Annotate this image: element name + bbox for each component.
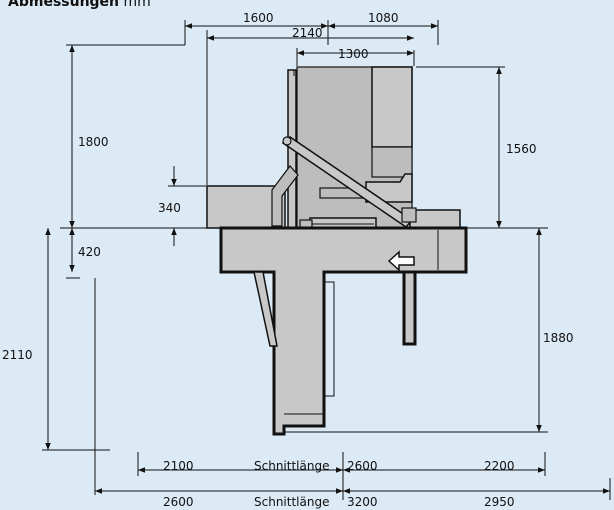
dim-left-2110: 2110 (2, 348, 33, 362)
left-strut (253, 271, 278, 347)
dim-left-1800: 1800 (78, 135, 109, 149)
dim-right-1560: 1560 (506, 142, 537, 156)
dim-top-1600: 1600 (243, 11, 274, 25)
dim-right-1880: 1880 (543, 331, 574, 345)
drive-box (409, 209, 461, 230)
drive-knob (401, 207, 417, 223)
dimension-lines (42, 20, 611, 500)
dim-row2-3200: 3200 (347, 495, 378, 509)
main-table-column (219, 226, 468, 436)
dim-row1-cut-label: Schnittlänge (254, 459, 329, 473)
direction-arrow-icon (387, 250, 415, 272)
cabinet-lower-panel (371, 146, 413, 178)
dim-left-340: 340 (158, 201, 181, 215)
right-leg (402, 270, 417, 346)
dim-row2-2600: 2600 (163, 495, 194, 509)
back-gauge-arm (271, 165, 299, 227)
title-unit: mm (123, 0, 151, 10)
dim-row1-2200: 2200 (484, 459, 515, 473)
dim-top-1080: 1080 (368, 11, 399, 25)
machine-outline (206, 66, 468, 436)
dim-left-420: 420 (78, 245, 101, 259)
upper-cabinet-panel (371, 66, 413, 148)
dim-top-2140: 2140 (292, 26, 323, 40)
dim-row2-2950: 2950 (484, 495, 515, 509)
handle-block (365, 173, 413, 203)
page-title: Abmessungen mm (8, 0, 151, 10)
dim-top-1300: 1300 (338, 47, 369, 61)
dim-row1-2600: 2600 (347, 459, 378, 473)
dimension-labels: 1600 1080 2140 1300 1800 340 420 2110 15… (2, 11, 574, 509)
title-bold: Abmessungen (8, 0, 120, 10)
dim-row1-2100: 2100 (163, 459, 194, 473)
dim-row2-cut-label: Schnittlänge (254, 495, 329, 509)
